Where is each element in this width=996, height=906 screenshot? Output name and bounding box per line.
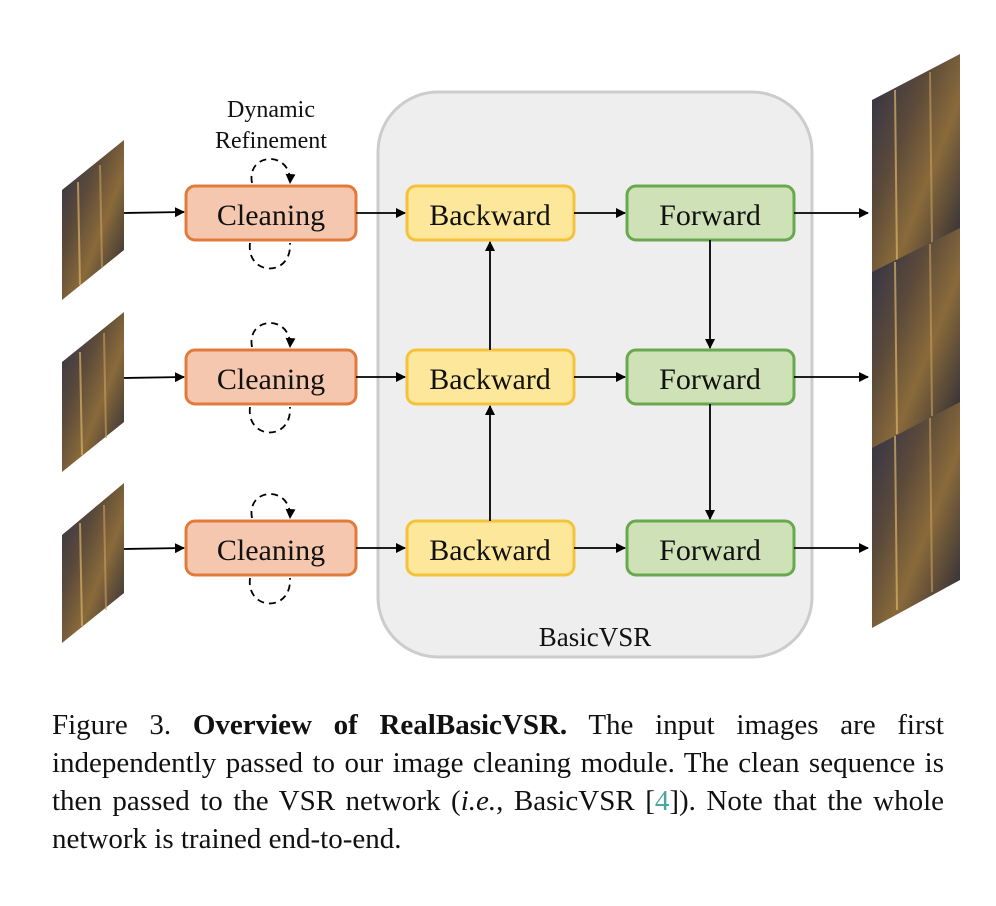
row-3: Cleaning Backward Forward [184, 519, 796, 577]
output-image-3 [872, 402, 960, 628]
cleaning-label-3: Cleaning [217, 534, 325, 567]
input-image-1 [62, 140, 124, 300]
refinement-loop-1 [249, 158, 296, 270]
input-image-3 [62, 483, 124, 643]
output-image-2 [872, 228, 960, 450]
vertical-arrows [485, 240, 715, 521]
caption-prefix: Figure 3. [52, 709, 172, 741]
cleaning-label-1: Cleaning [217, 199, 325, 232]
caption-text-1: The input images are first independently… [52, 709, 944, 817]
caption-italic: i.e. [460, 785, 497, 817]
backward-label-1: Backward [429, 199, 551, 232]
forward-label-3: Forward [659, 534, 761, 567]
arrow-input-to-cleaning-1 [123, 207, 185, 218]
annotation-refinement: Refinement [215, 128, 327, 154]
refinement-loop-3 [249, 493, 296, 605]
figure-caption: Figure 3. Overview of RealBasicVSR. The … [52, 706, 944, 858]
annotation-dynamic: Dynamic [227, 97, 315, 123]
row-1: Cleaning Backward Forward [184, 184, 796, 242]
horizontal-arrows [123, 207, 869, 554]
caption-citation-link[interactable]: 4 [654, 785, 670, 817]
output-image-1 [872, 54, 960, 278]
input-image-2 [62, 312, 124, 472]
arrow-input-to-cleaning-2 [123, 372, 185, 383]
arrow-input-to-cleaning-3 [123, 543, 185, 554]
forward-label-2: Forward [659, 363, 761, 396]
caption-text-2: , BasicVSR [ [496, 785, 655, 817]
refinement-loop-2 [249, 322, 296, 434]
row-2: Cleaning Backward Forward [184, 348, 796, 406]
basicvsr-label: BasicVSR [539, 622, 652, 652]
backward-label-2: Backward [429, 363, 551, 396]
caption-bold-title: Overview of RealBasicVSR. [192, 709, 568, 741]
cleaning-label-2: Cleaning [217, 363, 325, 396]
caption-text-3: ]). Note that the whole network is train… [52, 785, 945, 855]
backward-label-3: Backward [429, 534, 551, 567]
forward-label-1: Forward [659, 199, 761, 232]
